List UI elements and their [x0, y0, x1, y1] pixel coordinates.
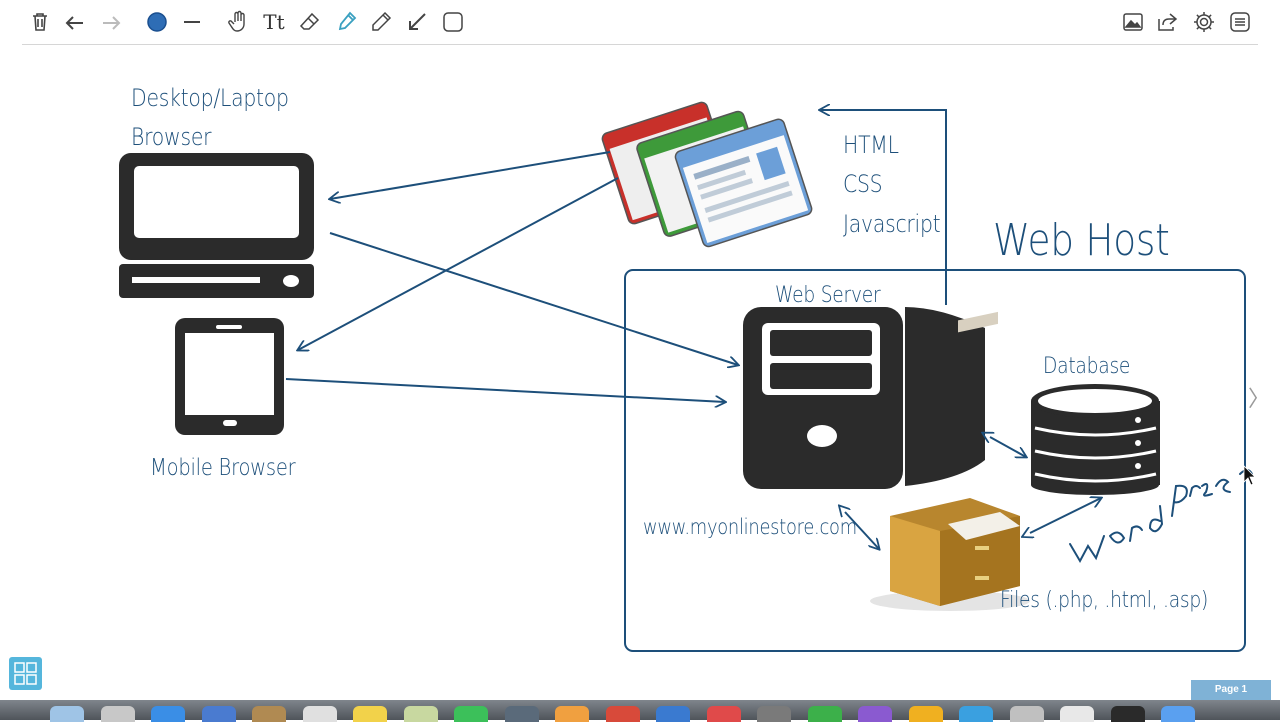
text-tool-icon[interactable]: Tt — [263, 10, 285, 34]
web-server-icon — [743, 307, 985, 489]
dock-app-icon[interactable] — [1009, 706, 1044, 722]
web-pages-icon — [601, 101, 813, 248]
database-icon — [1031, 384, 1160, 495]
files-label: Files (.php, .html, .asp) — [1000, 588, 1209, 613]
dock-app-icon[interactable] — [302, 706, 337, 722]
grid-icon — [14, 662, 37, 685]
trash-icon[interactable] — [26, 8, 54, 36]
dock-app-icon[interactable] — [1110, 706, 1145, 722]
menu-icon[interactable] — [1226, 8, 1254, 36]
dock-app-icon[interactable] — [706, 706, 741, 722]
javascript-label: Javascript — [843, 210, 941, 238]
dock-app-icon[interactable] — [555, 706, 589, 722]
undo-icon[interactable] — [61, 8, 89, 36]
dock-app-icon[interactable] — [1060, 706, 1094, 722]
highlighter-icon[interactable] — [332, 8, 360, 36]
dock-app-icon[interactable] — [959, 706, 993, 722]
share-icon[interactable] — [1154, 8, 1182, 36]
css-label: CSS — [843, 170, 883, 198]
web-server-label: Web Server — [775, 283, 881, 308]
domain-label: www.myonlinestore.com — [643, 515, 857, 539]
dock-app-icon[interactable] — [605, 706, 640, 722]
dock-app-icon[interactable] — [353, 706, 387, 722]
dock-app-icon[interactable] — [757, 706, 791, 722]
arrow-tool-icon[interactable] — [403, 8, 431, 36]
connection-arrows — [285, 110, 1101, 549]
image-icon[interactable] — [1119, 8, 1147, 36]
shape-tool-icon[interactable] — [439, 8, 467, 36]
html-label: HTML — [843, 131, 899, 159]
dock-app-icon[interactable] — [858, 706, 892, 722]
file-cabinet-icon — [870, 311, 1030, 611]
web-host-title: Web Host — [993, 215, 1170, 266]
dock-app-icon[interactable] — [252, 706, 286, 722]
next-page-chevron-icon[interactable]: 〉 — [1247, 386, 1270, 411]
dock-app-icon[interactable] — [656, 706, 690, 722]
dock-app-icon[interactable] — [403, 706, 438, 722]
hand-tool-icon[interactable] — [224, 8, 252, 36]
eraser-icon[interactable] — [296, 8, 324, 36]
mobile-browser-label: Mobile Browser — [150, 455, 296, 481]
color-picker-icon[interactable] — [143, 8, 171, 36]
settings-gear-icon[interactable] — [1190, 8, 1218, 36]
page-indicator-tab[interactable]: Page 1 — [1191, 680, 1271, 700]
dock-app-icon[interactable] — [1161, 706, 1195, 722]
dock-app-icon[interactable] — [100, 706, 135, 722]
whiteboard-canvas[interactable]: Desktop/Laptop Browser Mobile Browser HT… — [0, 46, 1280, 700]
desktop-label-browser: Browser — [131, 123, 212, 151]
redo-icon[interactable] — [97, 8, 125, 36]
dock-app-icon[interactable] — [201, 706, 236, 722]
line-weight-icon[interactable] — [178, 8, 206, 36]
web-host-box — [624, 269, 1246, 652]
pencil-icon[interactable] — [367, 8, 395, 36]
dock-app-icon[interactable] — [151, 706, 185, 722]
dock-app-icon[interactable] — [908, 706, 943, 722]
toolbar-divider — [22, 44, 1258, 45]
database-label: Database — [1043, 354, 1131, 379]
mouse-cursor-icon — [1243, 465, 1256, 486]
desktop-computer-icon — [119, 153, 314, 298]
tablet-icon — [175, 318, 284, 435]
dock-app-icon[interactable] — [50, 706, 84, 722]
dock-app-icon[interactable] — [454, 706, 488, 722]
dock-app-icon[interactable] — [504, 706, 539, 722]
diagram-drawing — [119, 101, 1256, 652]
page-grid-button[interactable] — [9, 657, 42, 690]
drawing-toolbar: Tt — [0, 0, 1280, 44]
dock-app-icon[interactable] — [807, 706, 842, 722]
desktop-label: Desktop/Laptop — [131, 84, 289, 112]
